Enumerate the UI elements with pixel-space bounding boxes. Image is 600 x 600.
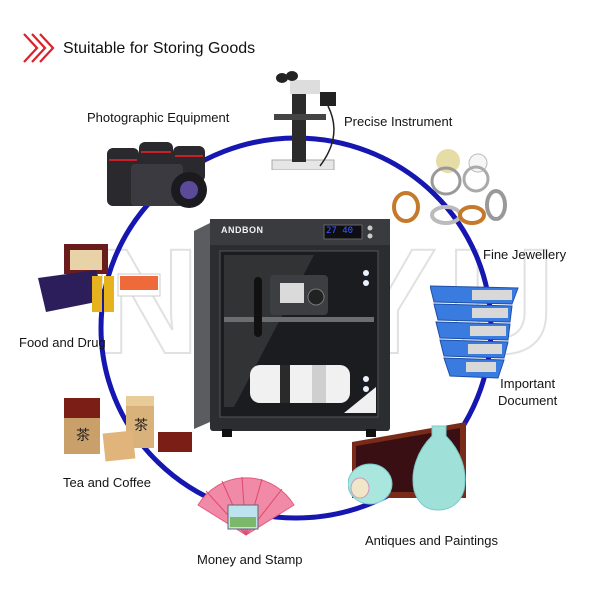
label-money-and-stamp: Money and Stamp xyxy=(197,552,303,567)
binders-icon xyxy=(430,282,525,382)
label-photographic-equipment: Photographic Equipment xyxy=(87,110,230,125)
food-drug-boxes-icon xyxy=(36,240,161,320)
cabinet-display-readout: 27 40 xyxy=(326,226,354,236)
label-important-document-line2: Document xyxy=(498,393,558,408)
camera-lenses-icon xyxy=(103,142,213,212)
label-tea-and-coffee: Tea and Coffee xyxy=(63,475,151,490)
triple-chevron-right-icon xyxy=(23,33,55,63)
svg-text:茶: 茶 xyxy=(134,418,148,434)
dry-cabinet: ANDBON 27 40 xyxy=(194,217,394,442)
label-fine-jewellery: Fine Jewellery xyxy=(483,247,567,262)
rings-icon xyxy=(388,145,508,225)
label-precise-instrument: Precise Instrument xyxy=(344,114,453,129)
label-important-document: Important Document xyxy=(498,375,557,409)
vase-icon xyxy=(348,418,478,513)
label-important-document-line1: Important xyxy=(500,376,556,391)
svg-text:茶: 茶 xyxy=(76,428,90,444)
microscope-icon xyxy=(262,70,342,170)
cabinet-brand: ANDBON xyxy=(221,225,264,235)
section-title: Stuitable for Storing Goods xyxy=(63,40,256,57)
tea-boxes-icon: 茶 茶 xyxy=(62,392,197,472)
label-antiques-and-paintings: Antiques and Paintings xyxy=(365,533,498,548)
label-food-and-drug: Food and Drug xyxy=(19,335,106,350)
banknotes-stamp-icon xyxy=(196,475,296,543)
